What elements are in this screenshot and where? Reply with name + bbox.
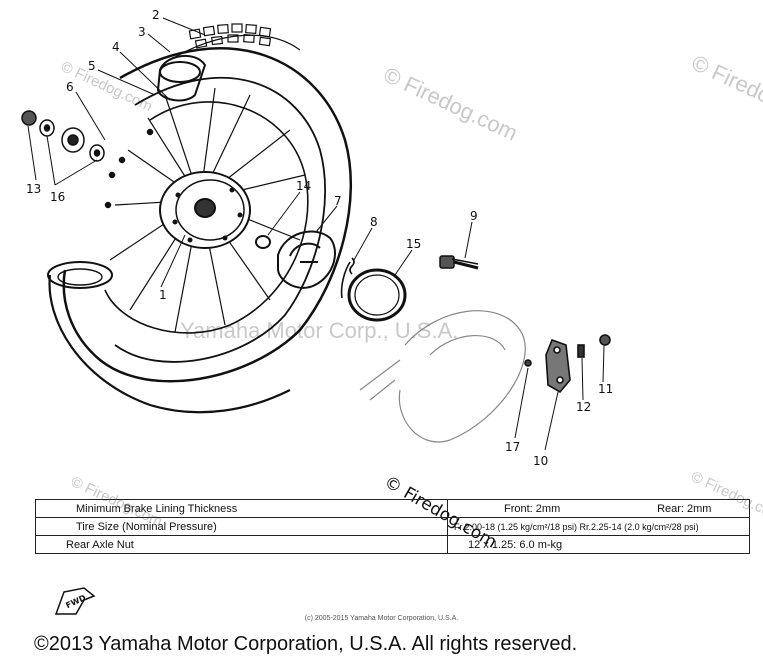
callout-3: 3 <box>138 25 146 39</box>
callout-6: 6 <box>66 80 74 94</box>
brake-spring <box>340 257 355 299</box>
callout-17: 17 <box>505 440 520 454</box>
rear-housing <box>359 310 526 443</box>
callout-10: 10 <box>533 454 548 468</box>
small-copyright: (c) 2005-2015 Yamaha Motor Corporation, … <box>304 615 459 622</box>
callout-labels: 2 3 4 5 6 14 7 8 15 9 1 13 16 17 10 12 1… <box>26 8 613 468</box>
callout-5: 5 <box>88 59 96 73</box>
copyright-notice: ©2013 Yamaha Motor Corporation, U.S.A. A… <box>34 633 578 655</box>
forward-arrow-icon: FWD <box>54 587 96 615</box>
callout-13: 13 <box>26 182 41 196</box>
axle-parts <box>21 110 154 209</box>
wheel-hub <box>159 171 251 249</box>
spec-label-axle: Rear Axle Nut <box>35 535 448 554</box>
spec-row-tire: Tire Size (Nominal Pressure) Fr.2.00-18 … <box>35 517 750 536</box>
spec-brake-rear: Rear: 2mm <box>657 502 712 515</box>
spec-value-tire: Fr.2.00-18 (1.25 kg/cm²/18 psi) Rr.2.25-… <box>447 517 750 536</box>
callout-14: 14 <box>296 179 311 193</box>
callout-8: 8 <box>370 215 378 229</box>
callout-2: 2 <box>152 8 160 22</box>
spec-row-axle: Rear Axle Nut 12 x 1.25: 6.0 m-kg <box>35 535 750 554</box>
spec-value-axle: 12 x 1.25: 6.0 m-kg <box>447 535 750 554</box>
callout-1: 1 <box>159 288 167 302</box>
callout-4: 4 <box>112 40 120 54</box>
spec-value-brake: Front: 2mm Rear: 2mm <box>447 499 750 518</box>
watermark-yamaha: Yamaha Motor Corp., U.S.A. <box>180 318 458 343</box>
spec-brake-front: Front: 2mm <box>504 502 561 515</box>
watermark-firedog-2: © Firedog.com <box>688 50 763 134</box>
spec-label-brake: Minimum Brake Lining Thickness <box>35 499 448 518</box>
leader-lines <box>27 17 605 451</box>
callout-12: 12 <box>576 400 591 414</box>
callout-7: 7 <box>334 194 342 208</box>
o-ring <box>347 268 407 322</box>
brake-arm <box>524 334 611 394</box>
bolt <box>439 255 479 270</box>
callout-11: 11 <box>598 382 613 396</box>
tire <box>47 23 352 414</box>
inner-tube <box>156 54 207 102</box>
spec-row-brake: Minimum Brake Lining Thickness Front: 2m… <box>35 499 750 518</box>
callout-9: 9 <box>470 209 478 223</box>
callout-15: 15 <box>406 237 421 251</box>
watermark-firedog-1: © Firedog.com <box>380 62 522 146</box>
brake-shoe <box>255 230 336 289</box>
spec-table: Minimum Brake Lining Thickness Front: 2m… <box>35 499 750 554</box>
spec-label-tire: Tire Size (Nominal Pressure) <box>35 517 448 536</box>
callout-16: 16 <box>50 190 65 204</box>
